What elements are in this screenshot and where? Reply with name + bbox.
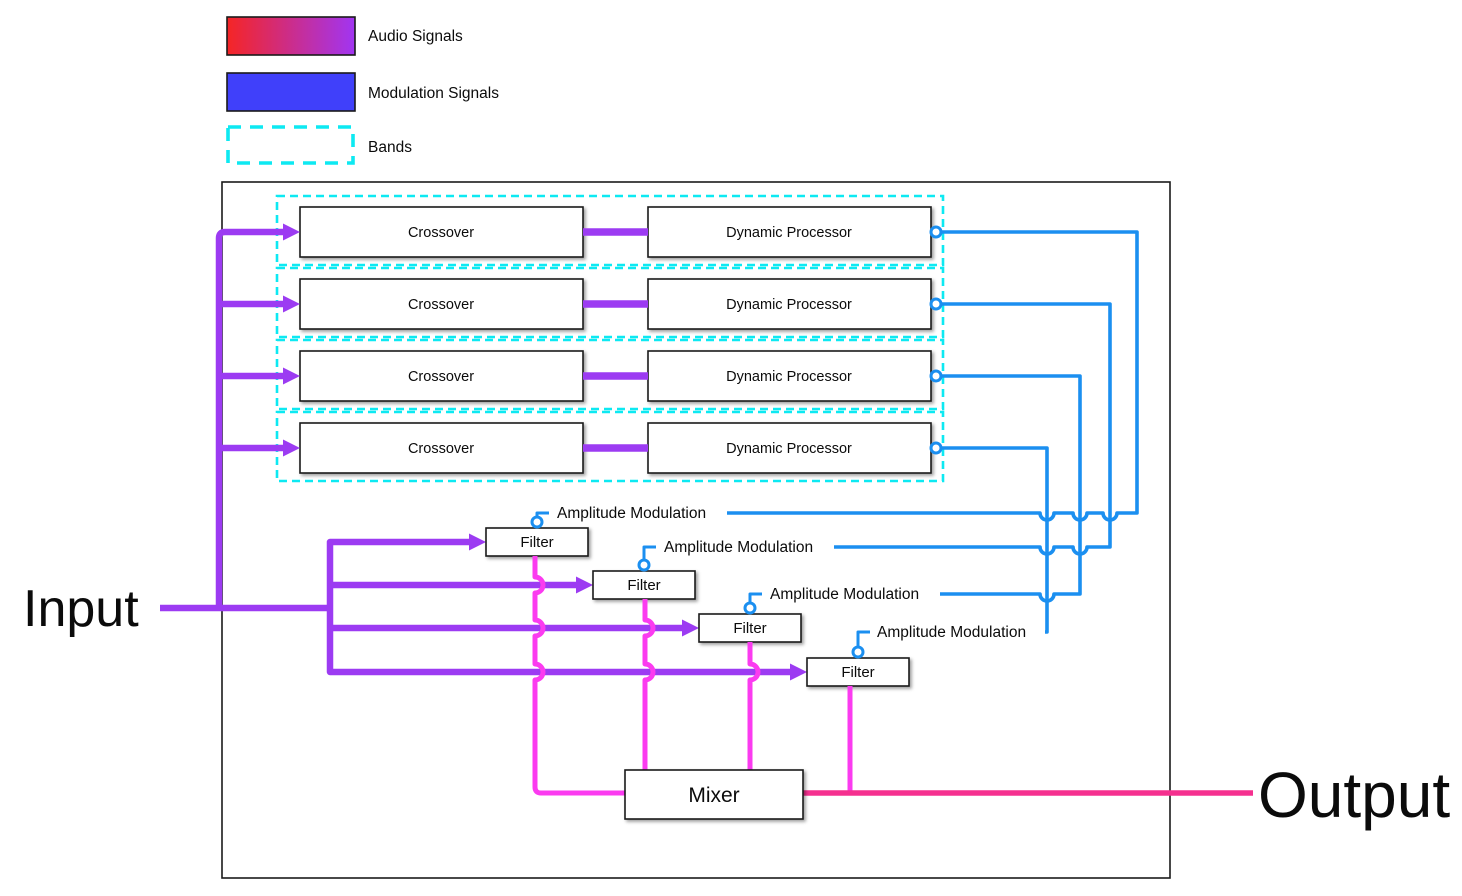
amplitude-modulation-label: Amplitude Modulation [770,586,919,603]
crossover-label: Crossover [408,441,474,457]
modulation-port [929,225,943,239]
band-row: Crossover Dynamic Processor [275,194,945,267]
modulation-line-band2 [834,302,1112,556]
legend-modulation-swatch [226,72,356,112]
dynamic-processor-label: Dynamic Processor [726,297,852,313]
arrowhead [576,576,593,594]
dynamic-processor-label: Dynamic Processor [726,441,852,457]
legend-audio-label: Audio Signals [368,28,463,45]
arrowhead [283,439,300,457]
dynamic-processor-label: Dynamic Processor [726,225,852,241]
crossover-label: Crossover [408,297,474,313]
crossover-label: Crossover [408,369,474,385]
modulation-elbow [856,630,870,652]
bands: Crossover Dynamic Processor Crossover Dy… [275,194,945,483]
amplitude-modulation-taps: Amplitude Modulation Amplitude Modulatio… [530,505,1026,659]
dynamic-processor-label: Dynamic Processor [726,369,852,385]
filters: Filter Filter Filter Filter [485,527,910,687]
arrowhead [283,295,300,313]
legend-audio-swatch [226,16,356,56]
modulation-port [637,558,651,572]
filter-label: Filter [733,620,766,637]
crossover-box [299,206,584,258]
crossover-box [299,422,584,474]
modulation-port [929,369,943,383]
legend-modulation-label: Modulation Signals [368,85,499,102]
arrowhead [682,619,699,637]
filter1-output-line [532,556,625,796]
legend-bands-swatch [226,125,355,165]
modulation-routing [727,225,1139,634]
amplitude-modulation-label: Amplitude Modulation [557,505,706,522]
filter-box [806,657,910,687]
filter-label: Filter [520,534,553,551]
filter-label: Filter [627,577,660,594]
crossover-label: Crossover [408,225,474,241]
output-label: Output [1258,759,1450,831]
filter-fanout-line [326,538,791,676]
filter3-output-line [747,642,761,770]
arrowhead [283,367,300,385]
filter2-output-line [642,599,656,770]
arrowhead [283,223,300,241]
mixer-box [624,769,804,820]
amplitude-modulation-label: Amplitude Modulation [664,539,813,556]
modulation-port [929,441,943,455]
band-row: Crossover Dynamic Processor [275,410,945,483]
arrowhead [469,533,486,551]
arrowhead [790,663,807,681]
modulation-line-band4 [941,446,1049,634]
modulation-port [929,297,943,311]
input-label: Input [23,580,139,638]
dynamic-processor-box [647,422,932,474]
band-trunk-line [215,228,283,608]
filter-output-routing [532,556,853,796]
modulation-port [851,645,865,659]
mixer-label: Mixer [688,784,739,807]
modulation-port [743,601,757,615]
modulation-line-band3 [940,374,1082,603]
dynamic-processor-box [647,206,932,258]
dynamic-processor-box [647,278,932,330]
legend: Audio Signals Modulation Signals Bands [226,16,499,165]
amplitude-modulation-label: Amplitude Modulation [877,624,1026,641]
audio-routing [160,223,807,681]
legend-bands-label: Bands [368,139,412,156]
modulation-port [530,515,544,529]
filter-label: Filter [841,664,874,681]
